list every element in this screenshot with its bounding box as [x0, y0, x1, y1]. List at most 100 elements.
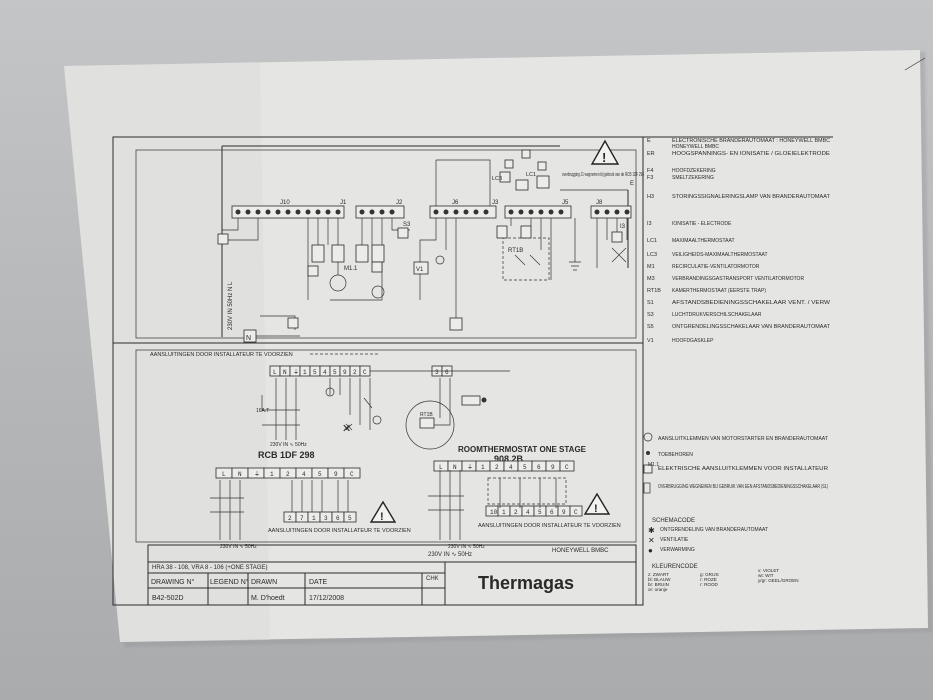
thermostat-highlight-circle — [405, 400, 455, 450]
symbol-text: TOEBEHOREN — [658, 452, 693, 458]
terminal-number: 1 — [502, 509, 506, 516]
supply-label: 230V IN ∿ 50Hz — [270, 442, 307, 448]
color-code-entry: br: BRUIN — [648, 582, 669, 587]
legend-code: ER — [647, 151, 655, 157]
legend-code: E — [647, 138, 651, 144]
supply-text: 230V IN ∿ 50Hz — [428, 552, 472, 558]
component-label: I3 — [620, 224, 626, 230]
legend-text: ONTGRENDELINGSSCHAKELAAR VAN BRANDERAUTO… — [672, 324, 830, 330]
legend-panel: E ELECTRONISCHE BRANDERAUTOMAAT : HONEYWE… — [643, 136, 833, 592]
upper-schematic: J10 J1 J2 J6 J3 J5 J8 M1.1 S3 — [217, 139, 644, 343]
terminal-number: 5 — [313, 369, 317, 376]
warning-exclamation: ! — [602, 150, 606, 165]
paper-shade — [64, 62, 270, 642]
rt-label: RT1B — [420, 412, 433, 418]
component-label: LC1 — [526, 172, 536, 178]
header-date: DATE — [309, 579, 327, 586]
accessory-dot-icon — [646, 451, 650, 455]
terminal-number: 4 — [323, 369, 327, 376]
terminal-number: 9 — [343, 369, 347, 376]
warning-note: overbrugging J1 wegnemen bij gebruik van… — [562, 172, 644, 178]
legend-code: S5 — [647, 324, 654, 330]
rcb-label: RCB 1DF 298 — [258, 450, 315, 460]
terminal-number: 9 — [551, 464, 555, 471]
legend-text: HOOGSPANNINGS- EN IONISATIE / GLOEIELEKT… — [672, 151, 831, 157]
motor-m1-symbol — [329, 274, 347, 292]
symbol-text: ELEKTRISCHE AANSLUITKLEMMEN VOOR INSTALL… — [658, 466, 828, 472]
legend-text: HONEYWELL BMBC — [672, 144, 719, 150]
terminal-label-n: N — [246, 335, 251, 342]
terminal-number: 1 — [312, 515, 316, 522]
legend-code: V1 — [647, 338, 654, 344]
terminal-number: 6 — [336, 515, 340, 522]
symbol-ref: M1.1 — [648, 462, 659, 468]
terminal-number: 6 — [537, 464, 541, 471]
terminal-number: 4 — [302, 471, 306, 478]
color-code-entry: g: GRIJS — [700, 572, 719, 577]
terminal-number: 2 — [495, 464, 499, 471]
terminal-number: L — [273, 369, 277, 376]
color-code-entry: y/gr: GEEL/GROEN — [758, 578, 799, 583]
terminal-number: ⏚ — [467, 464, 473, 471]
controller-text: HONEYWELL BMBC — [552, 548, 609, 554]
header-legend-no: LEGEND N° — [210, 578, 249, 586]
schemacode-text: VENTILATIE — [660, 537, 689, 543]
terminal-label: J10 — [280, 200, 290, 206]
fuse-label: 16A.T — [256, 408, 269, 414]
legend-code: M1 — [647, 264, 655, 270]
terminal-number: 1 — [303, 369, 307, 376]
terminal-number: 5 — [538, 509, 542, 516]
legend-text: SMELTZEKERING — [672, 175, 714, 181]
room-thermostat-label: ROOMTHERMOSTAT ONE STAGE — [458, 445, 587, 454]
legend-code: LC3 — [647, 252, 657, 258]
legend-text: RECIRCULATIE-VENTILATORMOTOR — [672, 264, 760, 270]
terminal-number: 6 — [550, 509, 554, 516]
warning-exclamation: ! — [594, 503, 598, 515]
legend-text: MAXIMAALTHERMOSTAAT — [672, 238, 735, 244]
terminal-number: 3 — [435, 369, 439, 376]
legend-code: LC1 — [647, 238, 657, 244]
terminal-number: 2 — [353, 369, 357, 376]
terminal-number: N — [238, 471, 242, 478]
terminal-block-j5 — [504, 205, 572, 219]
terminal-cell — [569, 505, 583, 517]
brand-logo-text: Thermagas — [478, 573, 574, 593]
terminal-number: 5 — [318, 471, 322, 478]
terminal-number: 7 — [300, 515, 304, 522]
legend-code: I3 — [647, 221, 652, 227]
title-block: HRA 38 - 108, VRA 8 - 106 (+ONE STAGE) 2… — [147, 544, 637, 606]
legend-text: LUCHTDRUKVERSCHILSCHAKELAAR — [672, 312, 762, 318]
legend-text: IONISATIE - ELECTRODE — [672, 221, 732, 227]
legend-text: ELECTRONISCHE BRANDERAUTOMAAT : HONEYWEL… — [672, 138, 830, 144]
terminal-label: J5 — [562, 200, 569, 206]
terminal-label: J6 — [452, 200, 459, 206]
legend-code: S1 — [647, 300, 654, 306]
terminal-label: J8 — [596, 200, 603, 206]
legend-text: HOOFDZEKERING — [672, 168, 716, 174]
header-drawing-no: DRAWING N° — [151, 578, 195, 586]
terminal-number: 5 — [348, 515, 352, 522]
heat-icon: ● — [648, 546, 653, 555]
upper-diagram-area — [135, 149, 637, 339]
room-thermostat-model: 908.2B — [494, 454, 524, 464]
terminal-number: 5 — [333, 369, 337, 376]
terminal-number: C — [565, 464, 569, 471]
terminal-label: J2 — [396, 200, 403, 206]
terminal-number: ⏚ — [293, 369, 299, 376]
color-code-entry: v: VIOLET — [758, 568, 779, 573]
kleurencode-title: KLEURENCODE — [652, 564, 698, 570]
component-label: LC3 — [492, 176, 502, 182]
legend-code: M3 — [647, 276, 655, 282]
legend-text: HOOFDGASKLEP — [672, 338, 714, 344]
terminal-number: 3 — [324, 515, 328, 522]
terminal-circle-icon — [643, 432, 653, 442]
terminal-label: J3 — [492, 200, 499, 206]
terminal-number: 5 — [523, 464, 527, 471]
legend-code: F4 — [647, 168, 653, 174]
right-footer: AANSLUITINGEN DOOR INSTALLATEUR TE VOORZ… — [478, 523, 621, 529]
